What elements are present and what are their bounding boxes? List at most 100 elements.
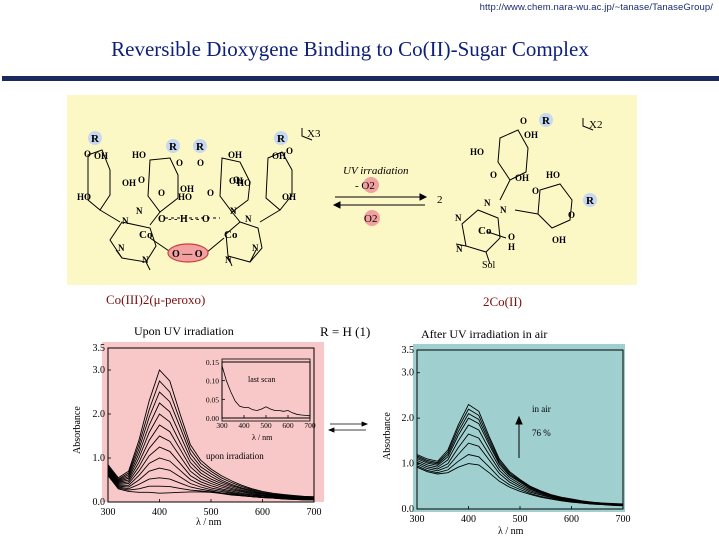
stoichiometric-coefficient: 2 <box>437 194 443 206</box>
series-line <box>416 463 624 507</box>
co-peroxo-dimer-structure <box>87 149 293 271</box>
r-label: R <box>542 115 551 127</box>
series-line <box>221 365 311 417</box>
svg-text:OH: OH <box>272 151 286 161</box>
bracket-right <box>582 118 594 131</box>
x-tick-label: 700 <box>616 514 631 525</box>
r-group-labels-right: R R <box>539 113 597 207</box>
svg-text:OH: OH <box>180 184 194 194</box>
co-right-label: Co <box>224 229 238 241</box>
uv-irradiation-label: UV irradiation <box>343 165 409 177</box>
r-label: R <box>169 141 178 153</box>
peroxo-highlight <box>167 243 209 263</box>
svg-text:O: O <box>286 146 293 156</box>
reaction-scheme-panel <box>67 95 637 285</box>
svg-text:O: O <box>176 158 183 168</box>
series-line <box>107 475 314 501</box>
condition-label: R = H (1) <box>320 324 370 339</box>
series-line <box>416 417 624 506</box>
y-tick-label: 3.0 <box>93 365 106 376</box>
svg-text:N: N <box>455 213 462 223</box>
r-label: R <box>586 195 595 207</box>
y-tick-label: 0.05 <box>206 395 219 404</box>
svg-text:O: O <box>138 175 145 185</box>
y-tick-label: 0.0 <box>93 497 106 508</box>
peroxo-label: O — O <box>172 249 203 260</box>
svg-text:N: N <box>122 216 129 226</box>
co-left-label: Co <box>139 229 153 241</box>
co-ii-monomer-structure <box>455 129 573 265</box>
chart1-xlabel: λ / nm <box>196 517 222 528</box>
o2-gain-label: O2 <box>364 213 377 225</box>
svg-text:O: O <box>520 116 527 126</box>
series-line <box>107 369 315 498</box>
co-monomer-label: Co <box>478 225 492 237</box>
left-compound-name: Co(III)2(μ-peroxo) <box>106 292 205 307</box>
right-compound-name: 2Co(II) <box>483 294 522 309</box>
o2-gain-highlight <box>364 210 380 226</box>
x-tick-label: 300 <box>216 421 228 430</box>
svg-text:N: N <box>136 206 143 216</box>
bracket-left <box>301 128 313 141</box>
series-line <box>107 457 315 500</box>
sol-label: Sol <box>482 260 496 271</box>
svg-text:N: N <box>456 244 463 254</box>
chart2-title: After UV irradiation in air <box>421 327 547 341</box>
y-tick-label: 1.0 <box>402 459 415 470</box>
y-tick-label: 0.0 <box>402 504 415 515</box>
chart1-annotation: upon irradiation <box>206 451 264 461</box>
r-label: R <box>196 141 205 153</box>
svg-text:HO: HO <box>132 150 146 160</box>
svg-text:O: O <box>207 188 214 198</box>
equilibrium-arrows <box>332 193 428 209</box>
inset-xlabel: λ / nm <box>252 433 273 442</box>
series-line <box>107 424 315 499</box>
svg-text:H: H <box>508 242 515 252</box>
svg-text:N: N <box>230 206 237 216</box>
right-multiplier: X2 <box>589 119 602 131</box>
o2-loss-label: - O2 <box>355 180 375 192</box>
svg-text:OH: OH <box>515 173 529 183</box>
y-tick-label: 3.0 <box>402 368 415 379</box>
x-tick-label: 600 <box>564 514 579 525</box>
svg-text:N: N <box>500 205 507 215</box>
r-label: R <box>277 133 286 145</box>
inset-annotation: last scan <box>248 375 275 384</box>
y-tick-label: 0.10 <box>206 377 219 386</box>
svg-text:OH: OH <box>552 235 566 245</box>
x-tick-label: 500 <box>513 514 528 525</box>
source-url[interactable]: http://www.chem.nara-wu.ac.jp/~tanase/Ta… <box>479 2 713 13</box>
svg-text:O: O <box>568 210 575 220</box>
svg-text:OH: OH <box>122 178 136 188</box>
svg-text:O: O <box>490 170 497 180</box>
x-tick-label: 600 <box>282 421 294 430</box>
x-tick-label: 700 <box>307 507 322 518</box>
svg-text:N: N <box>252 243 259 253</box>
x-tick-label: 500 <box>204 507 219 518</box>
svg-text:O: O <box>197 158 204 168</box>
bridge-label: O - - H - - O <box>158 214 210 225</box>
y-tick-label: 0.00 <box>206 414 219 423</box>
chart2-annotation-in-air: in air <box>532 404 551 414</box>
x-tick-label: 300 <box>410 514 425 525</box>
svg-text:HO: HO <box>237 178 251 188</box>
increase-arrow <box>515 415 523 458</box>
x-tick-label: 600 <box>255 507 270 518</box>
title-rule <box>2 76 719 81</box>
svg-text:N: N <box>484 198 491 208</box>
chart2-xlabel: λ / nm <box>498 526 524 537</box>
slide-title: Reversible Dioxygene Binding to Co(II)-S… <box>111 37 589 61</box>
r-group-labels-left: R R R R <box>88 131 288 153</box>
y-tick-label: 3.5 <box>402 345 415 356</box>
svg-text:O: O <box>158 188 165 198</box>
svg-text:HO: HO <box>546 170 560 180</box>
x-tick-label: 300 <box>101 507 116 518</box>
o2-loss-highlight <box>363 177 379 193</box>
y-tick-label: 0.15 <box>206 358 219 367</box>
series-line <box>416 442 624 506</box>
svg-text:O: O <box>84 149 91 159</box>
